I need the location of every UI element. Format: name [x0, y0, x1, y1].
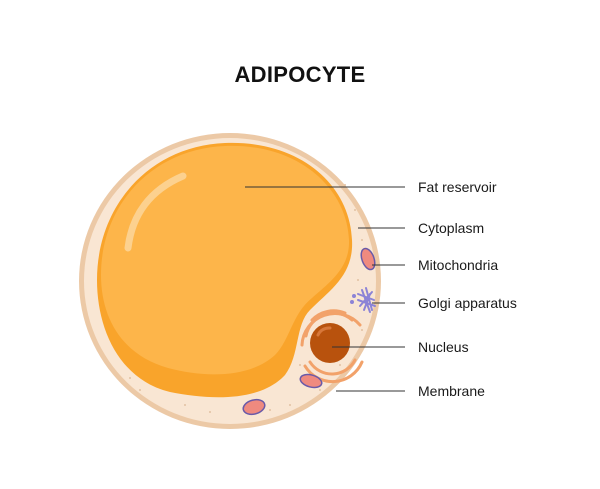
label-cytoplasm: Cytoplasm — [418, 220, 485, 236]
fat-reservoir-shine — [124, 172, 187, 252]
label-nucleus: Nucleus — [418, 339, 469, 355]
diagram-title: ADIPOCYTE — [234, 62, 366, 87]
mitochondria — [242, 247, 376, 416]
leader-lines — [245, 186, 405, 392]
label-mitochondria: Mitochondria — [418, 257, 499, 273]
endoplasmic-reticulum — [300, 309, 364, 384]
label-membrane: Membrane — [418, 383, 485, 399]
fat-reservoir-highlight-body — [101, 145, 350, 375]
label-fat-reservoir: Fat reservoir — [418, 179, 497, 195]
golgi-apparatus — [350, 287, 376, 313]
label-golgi-apparatus: Golgi apparatus — [418, 295, 517, 311]
